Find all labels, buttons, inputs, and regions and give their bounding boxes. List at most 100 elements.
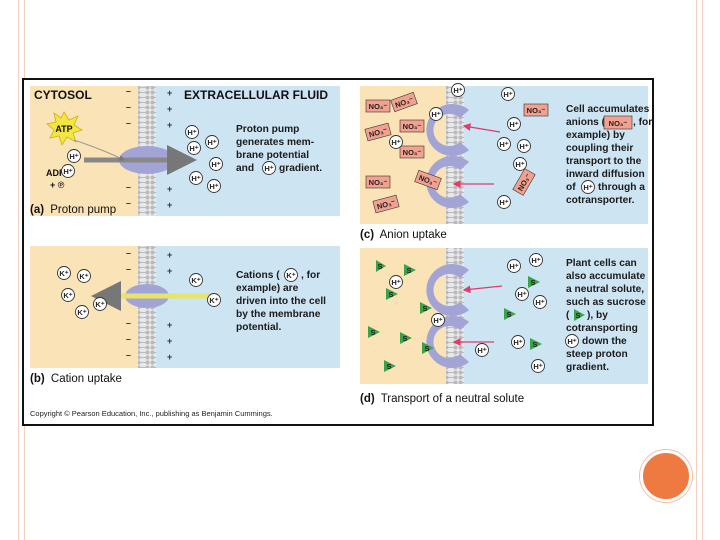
svg-text:S: S [424, 344, 429, 353]
svg-text:of: of [566, 182, 576, 193]
panel-d-cytosol-bg [360, 248, 446, 384]
svg-text:H⁺: H⁺ [69, 152, 78, 161]
panel-a-h-cytosol: H⁺ H⁺ [61, 149, 81, 178]
svg-text:NO₃⁻: NO₃⁻ [527, 106, 546, 115]
svg-text:+: + [167, 104, 172, 114]
svg-text:S: S [377, 262, 382, 271]
svg-text:H⁺: H⁺ [207, 138, 216, 147]
svg-text:potential.: potential. [236, 322, 281, 333]
svg-text:H⁺: H⁺ [583, 183, 592, 192]
svg-text:S: S [388, 290, 393, 299]
symporter-lower [426, 316, 469, 368]
panel-a-description: Proton pump generates mem- brane potenti… [236, 124, 322, 175]
panel-c-no3-cytosol: NO₃⁻ NO₃⁻ NO₃⁻ NO₃⁻ NO₃⁻ NO₃⁻ NO₃⁻ NO₃⁻ [364, 91, 442, 214]
svg-text:H⁺: H⁺ [391, 278, 400, 287]
panel-a-letter: (a) [30, 204, 44, 216]
svg-text:H⁺: H⁺ [519, 142, 528, 151]
panel-a-h-extracellular: H⁺ H⁺ H⁺ H⁺ H⁺ H⁺ [185, 125, 223, 193]
decor-line-right-inner [702, 0, 703, 540]
svg-text:driven into the cell: driven into the cell [236, 296, 326, 307]
svg-text:–: – [126, 198, 131, 208]
svg-text:down the: down the [582, 336, 627, 347]
svg-text:H⁺: H⁺ [391, 138, 400, 147]
svg-text:H⁺: H⁺ [517, 290, 526, 299]
panel-b-k-extracellular: K⁺ K⁺ [189, 273, 221, 307]
svg-text:H⁺: H⁺ [513, 338, 522, 347]
svg-text:H⁺: H⁺ [453, 86, 462, 95]
svg-text:example) are: example) are [236, 283, 299, 294]
panel-d-title: Transport of a neutral solute [381, 393, 524, 405]
svg-text:K⁺: K⁺ [79, 272, 88, 281]
svg-text:by the membrane: by the membrane [236, 309, 321, 320]
svg-text:H⁺: H⁺ [515, 160, 524, 169]
svg-text:+: + [167, 200, 172, 210]
panel-d-letter: (d) [360, 393, 375, 405]
svg-text:H⁺: H⁺ [189, 144, 198, 153]
panel-c-letter: (c) [360, 229, 374, 241]
svg-text:H⁺: H⁺ [191, 174, 200, 183]
svg-text:H⁺: H⁺ [509, 120, 518, 129]
panel-b-letter: (b) [30, 373, 45, 385]
svg-text:H⁺: H⁺ [533, 362, 542, 371]
svg-text:example) by: example) by [566, 130, 625, 141]
svg-text:+: + [167, 352, 172, 362]
svg-text:(b) Cation uptake: (b) Cation uptake [30, 373, 122, 385]
svg-text:–: – [126, 102, 131, 112]
panel-d-h-flow-arrow [462, 285, 503, 294]
svg-text:+: + [167, 336, 172, 346]
svg-text:S: S [506, 310, 511, 319]
panel-c-title: Anion uptake [380, 229, 447, 241]
svg-text:brane potential: brane potential [236, 150, 309, 161]
svg-text:–: – [126, 350, 131, 360]
svg-text:K⁺: K⁺ [77, 308, 86, 317]
svg-text:–: – [126, 86, 131, 96]
svg-text:–: – [126, 182, 131, 192]
panel-d-h-ions: H⁺ H⁺ H⁺ H⁺ H⁺ H⁺ H⁺ H⁺ H⁺ [389, 253, 547, 373]
panel-b-extracellular-bg [156, 246, 340, 368]
svg-text:coupling their: coupling their [566, 143, 633, 154]
svg-text:K⁺: K⁺ [59, 269, 68, 278]
svg-text:also accumulate: also accumulate [566, 271, 646, 282]
panel-a-cytosol-bg [30, 86, 138, 216]
svg-text:K⁺: K⁺ [95, 300, 104, 309]
extracellular-label: EXTRACELLULAR FLUID [184, 88, 328, 102]
svg-text:generates mem-: generates mem- [236, 137, 314, 148]
svg-text:(c) Anion uptake: (c) Anion uptake [360, 229, 447, 241]
svg-text:H⁺: H⁺ [499, 198, 508, 207]
svg-text:Plant cells can: Plant cells can [566, 258, 637, 269]
svg-text:S: S [370, 328, 375, 337]
svg-text:steep proton: steep proton [566, 349, 628, 360]
svg-text:a neutral solute,: a neutral solute, [566, 284, 644, 295]
cotransporter-lower [426, 156, 469, 209]
svg-text:H⁺: H⁺ [264, 164, 273, 173]
panel-c-anion-uptake: NO₃⁻ NO₃⁻ NO₃⁻ NO₃⁻ NO₃⁻ NO₃⁻ NO₃⁻ NO₃⁻ … [360, 83, 652, 241]
svg-text:H⁺: H⁺ [63, 167, 72, 176]
svg-text:(d) Transport of a neutr: (d) Transport of a neutral solute [360, 393, 524, 405]
svg-text:K⁺: K⁺ [63, 291, 72, 300]
atp-hydrolysis-arrow [73, 139, 125, 161]
svg-text:inward diffusion: inward diffusion [566, 169, 645, 180]
figure-frame: CYTOSOL EXTRACELLULAR FLUID ATP ADP + ℗ … [22, 78, 654, 426]
symporter-upper [426, 264, 469, 316]
svg-text:Proton pump: Proton pump [236, 124, 299, 135]
svg-text:K⁺: K⁺ [286, 271, 295, 280]
panel-a-charge-signs: –– –– – ++ ++ + [126, 86, 172, 210]
svg-text:–: – [126, 118, 131, 128]
svg-text:+: + [167, 250, 172, 260]
copyright-notice: Copyright © Pearson Education, Inc., pub… [30, 409, 273, 418]
panel-d-sucrose-molecules: S S S S S S S S S S S [368, 260, 542, 372]
panel-b-cation-uptake: K⁺ K⁺ K⁺ K⁺ K⁺ K⁺ K⁺ –– –– – ++ ++ + Cat… [30, 246, 340, 385]
svg-text:H⁺: H⁺ [209, 182, 218, 191]
svg-text:NO₃⁻: NO₃⁻ [369, 178, 388, 187]
svg-text:S: S [532, 340, 537, 349]
cytosol-label: CYTOSOL [34, 88, 92, 102]
panel-a-proton-pump: CYTOSOL EXTRACELLULAR FLUID ATP ADP + ℗ … [30, 86, 340, 216]
panel-b-description: Cations ( K⁺ , for example) are driven i… [236, 268, 326, 333]
svg-text:Cell accumulates: Cell accumulates [566, 104, 650, 115]
svg-text:–: – [126, 248, 131, 258]
svg-text:H⁺: H⁺ [431, 110, 440, 119]
svg-text:–: – [126, 264, 131, 274]
svg-text:H⁺: H⁺ [509, 262, 518, 271]
panel-c-h-flow-arrow [462, 123, 501, 133]
panel-c-h-ions: H⁺ H⁺ H⁺ H⁺ H⁺ H⁺ H⁺ H⁺ H⁺ [389, 83, 531, 209]
